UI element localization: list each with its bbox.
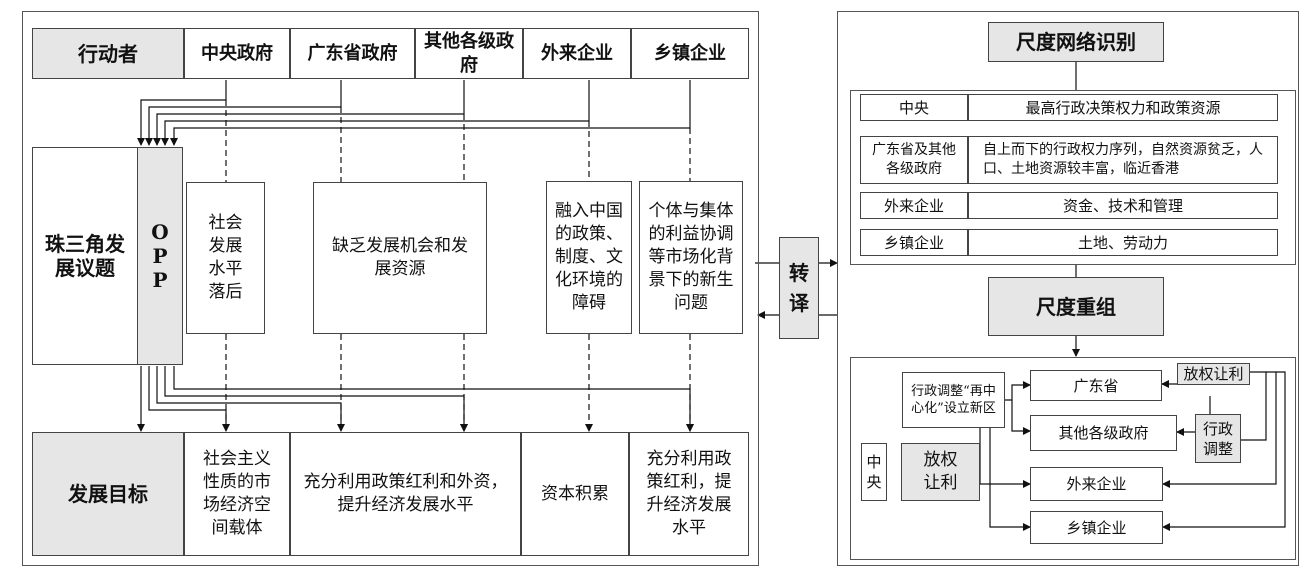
actor-foreign: 外来企业 xyxy=(523,28,631,79)
goal-2: 充分利用政策红利和外资，提升经济发展水平 xyxy=(290,432,521,556)
net-township: 乡镇企业 xyxy=(1030,511,1163,544)
problem-1: 社会发展水平落后 xyxy=(186,182,265,334)
goal-4: 充分利用政策红利，提升经济发展水平 xyxy=(629,432,749,556)
net-central: 中央 xyxy=(861,443,887,501)
admin-adjust-box: 行政调整“再中心化”设立新区 xyxy=(902,372,1005,428)
goal-1: 社会主义性质的市场经济空间载体 xyxy=(184,432,290,556)
decentral-box-left: 放权让利 xyxy=(901,443,980,501)
actor-other-gov: 其他各级政府 xyxy=(415,28,523,79)
table-resource-township: 土地、劳动力 xyxy=(968,229,1278,256)
problem-2: 缺乏发展机会和发展资源 xyxy=(313,182,487,334)
net-foreign: 外来企业 xyxy=(1030,467,1163,501)
goal-3: 资本积累 xyxy=(521,432,629,556)
table-actor-central: 中央 xyxy=(860,94,968,121)
actor-guangdong: 广东省政府 xyxy=(290,28,415,79)
identify-title: 尺度网络识别 xyxy=(988,22,1164,62)
decentral-box-right: 放权让利 xyxy=(1177,363,1250,385)
identify-table-frame xyxy=(850,90,1296,265)
table-actor-township: 乡镇企业 xyxy=(860,229,968,256)
table-actor-foreign: 外来企业 xyxy=(860,192,968,219)
left-panel xyxy=(22,11,759,566)
net-other-gov: 其他各级政府 xyxy=(1030,415,1177,451)
table-resource-foreign: 资金、技术和管理 xyxy=(968,192,1278,219)
reorg-network-frame xyxy=(850,357,1296,560)
net-guangdong: 广东省 xyxy=(1030,370,1162,401)
opp-box: OPP xyxy=(137,147,183,365)
table-resource-central: 最高行政决策权力和政策资源 xyxy=(968,94,1278,121)
actor-central: 中央政府 xyxy=(184,28,290,79)
right-panel xyxy=(837,11,1299,566)
agenda-box: 珠三角发展议题 xyxy=(32,147,138,365)
problem-3: 融入中国的政策、制度、文化环境的障碍 xyxy=(546,181,632,334)
problem-4: 个体与集体的利益协调等市场化背景下的新生问题 xyxy=(639,181,743,334)
table-actor-gov: 广东省及其他各级政府 xyxy=(860,136,968,184)
actor-label: 行动者 xyxy=(32,28,184,79)
admin-small-box: 行政调整 xyxy=(1195,414,1241,463)
goal-label: 发展目标 xyxy=(32,432,184,556)
actor-township: 乡镇企业 xyxy=(631,28,749,79)
reorg-title: 尺度重组 xyxy=(988,277,1164,336)
translate-box: 转译 xyxy=(779,237,819,339)
table-resource-gov: 自上而下的行政权力序列，自然资源贫乏，人口、土地资源较丰富，临近香港 xyxy=(968,136,1278,184)
